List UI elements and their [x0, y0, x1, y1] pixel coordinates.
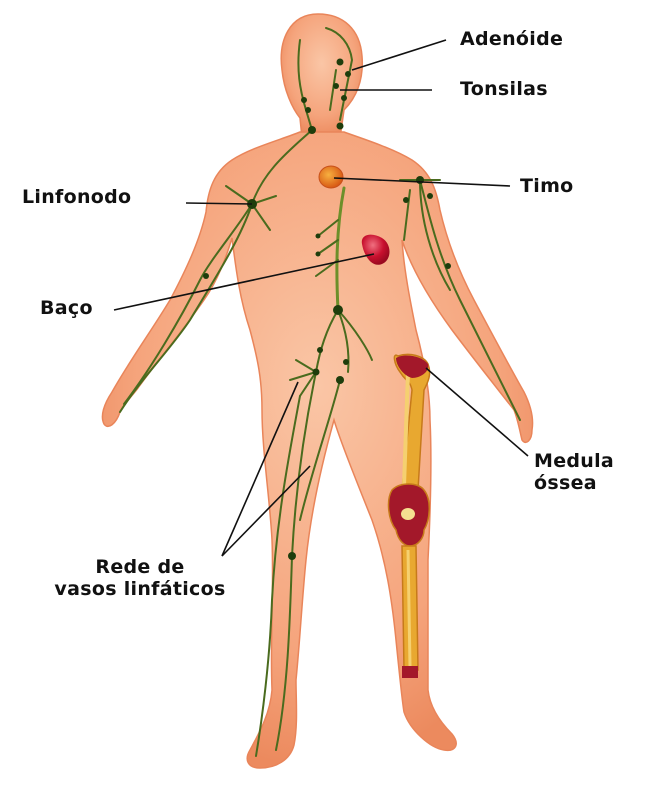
leg-bone — [387, 353, 431, 678]
label-rede-de: Rede de — [95, 556, 185, 578]
label-vasos-linfaticos: vasos linfáticos — [54, 578, 226, 600]
body-silhouette — [101, 13, 534, 769]
label-tonsilas: Tonsilas — [460, 78, 548, 100]
label-linfonodo: Linfonodo — [22, 186, 132, 208]
label-medula: Medula — [534, 450, 615, 472]
leader-lines — [113, 39, 529, 557]
label-baco: Baço — [40, 297, 93, 319]
lymph-nodes — [203, 58, 451, 560]
label-ossea: óssea — [534, 472, 597, 494]
thymus — [318, 165, 344, 189]
label-adenoide: Adenóide — [460, 28, 564, 50]
label-timo: Timo — [520, 175, 574, 197]
spleen — [361, 234, 390, 265]
